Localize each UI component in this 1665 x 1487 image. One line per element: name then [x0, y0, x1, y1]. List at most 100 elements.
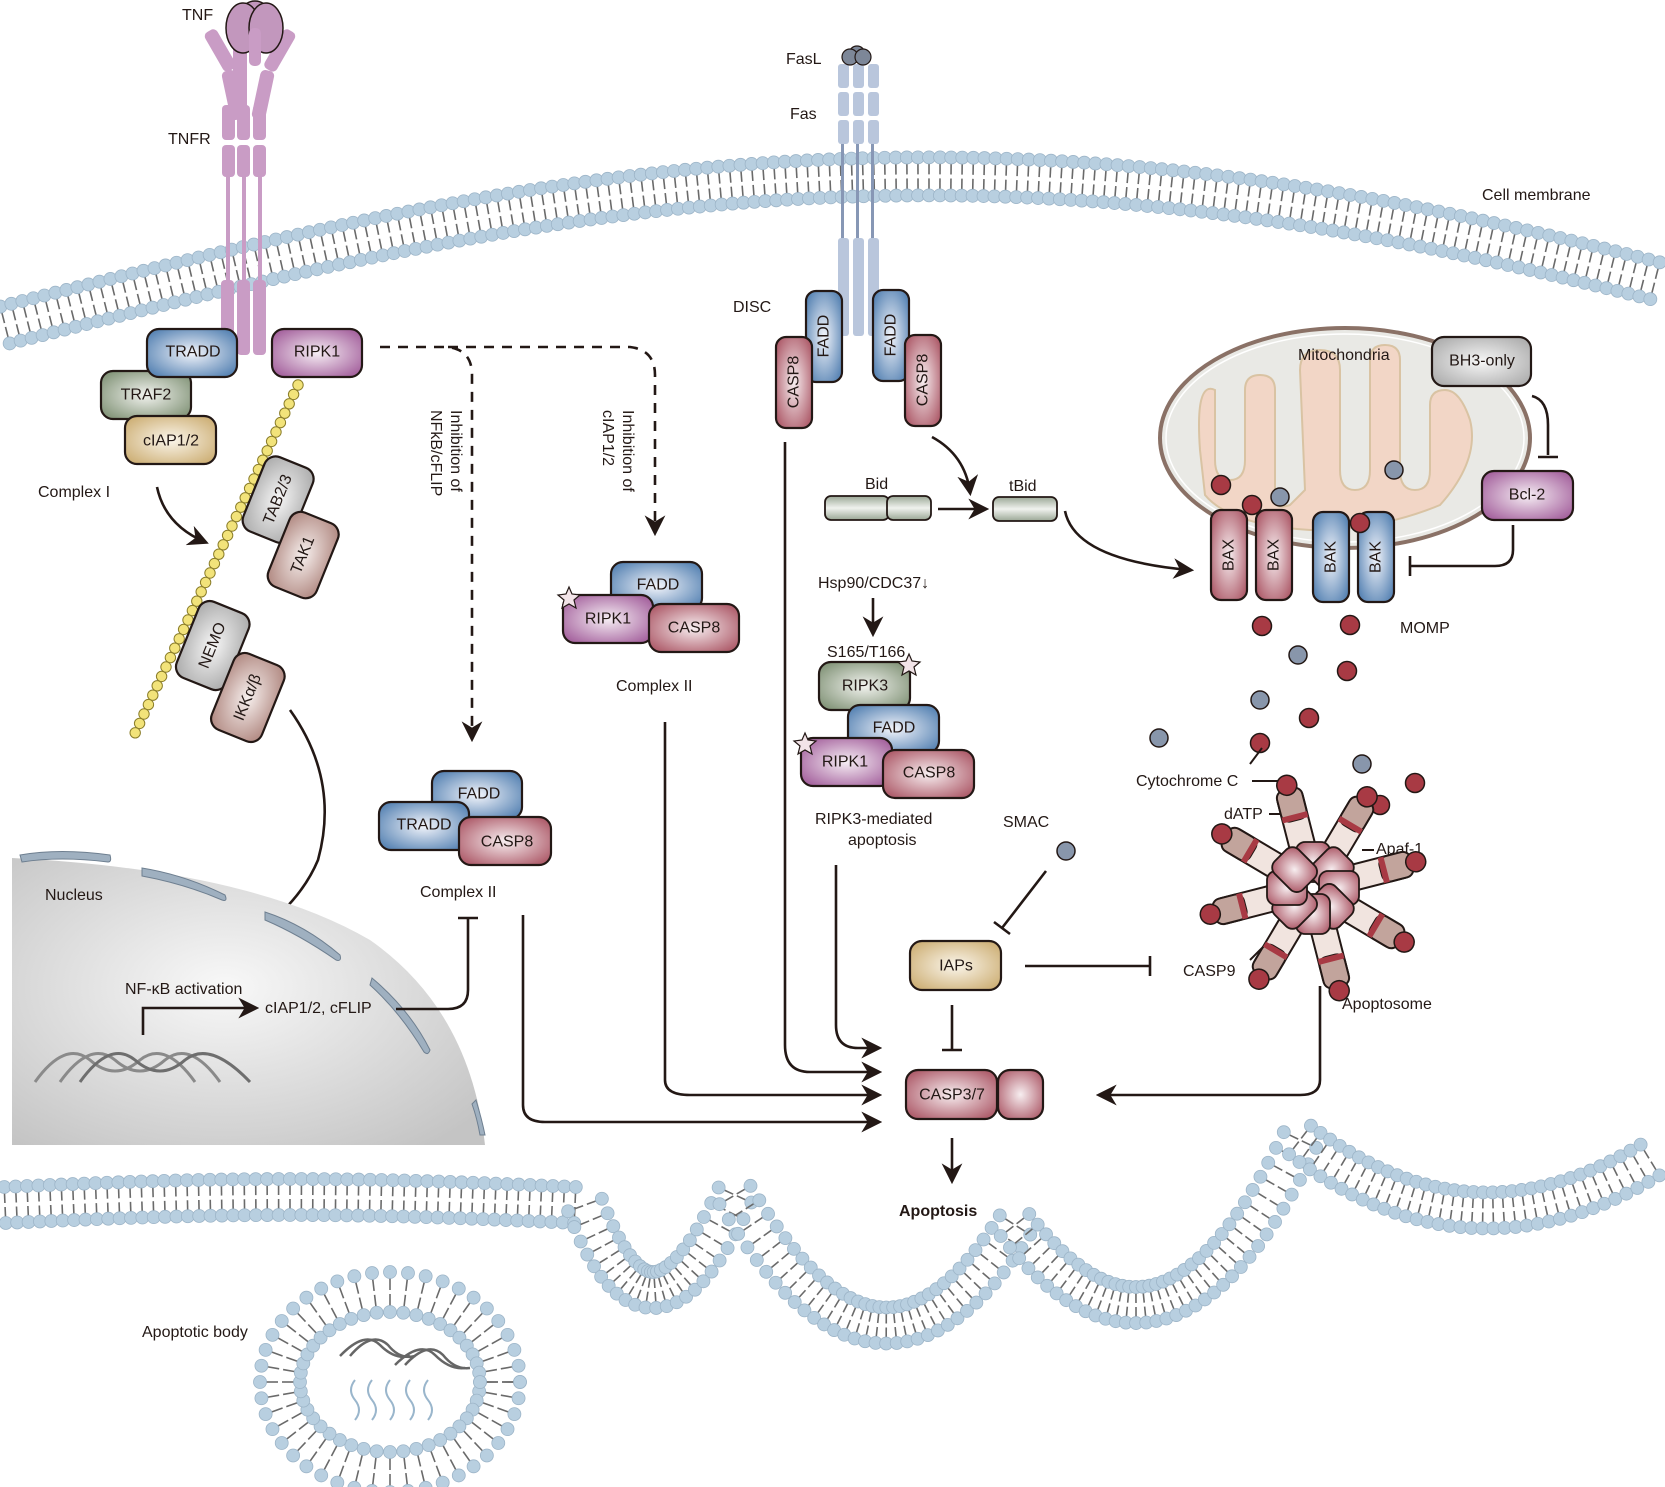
cytochrome-c-molecule: [1241, 494, 1263, 516]
smac-molecule: [1056, 841, 1076, 861]
ripk3-label: RIPK3: [842, 678, 888, 695]
apoptotic-body: [253, 1265, 527, 1487]
nfkb-activation-label: NF-κB activation: [125, 981, 242, 998]
lipid-head: [1269, 1140, 1283, 1155]
lipid-head: [736, 1212, 751, 1227]
ubiquitin-bead: [160, 661, 172, 673]
bax-bak-pores: BAX BAX BAK BAK: [1209, 508, 1396, 604]
smac-molecule: [1250, 690, 1270, 710]
ubiquitin-bead: [265, 435, 278, 448]
ubiquitin-bead: [191, 595, 203, 607]
lipid-head: [721, 1212, 736, 1227]
fas-label: Fas: [790, 106, 817, 123]
lipid-head: [1276, 1201, 1291, 1216]
lipid-head: [1652, 255, 1665, 270]
lipid-head: [968, 1243, 983, 1258]
lipid-head: [573, 1234, 588, 1249]
lipid-head: [479, 1301, 494, 1316]
nfkb-arrow: [141, 997, 260, 1035]
complex-ii-ripk1: FADD RIPK1 CASP8: [556, 560, 741, 654]
ubiquitin-bead: [204, 567, 216, 579]
bid-label: Bid: [865, 476, 888, 493]
lipid-head: [743, 1178, 758, 1193]
lipid-head: [330, 1274, 345, 1289]
lipid-head: [451, 1468, 466, 1483]
lipid-head: [600, 1206, 615, 1221]
lipid-head: [466, 1290, 481, 1305]
lipid-head: [500, 1327, 515, 1342]
ripk3-complex: RIPK3 FADD RIPK1 CASP8: [792, 652, 976, 800]
datp-label: dATP: [1224, 806, 1263, 823]
smac-molecule: [1352, 754, 1372, 774]
lipid-head: [761, 1206, 775, 1221]
lipid-head: [332, 1317, 347, 1331]
casp37-protein: [904, 1068, 1045, 1121]
inhibition-ciap-line2: cIAP1/2: [599, 410, 616, 466]
ciap-cflip-label: cIAP1/2, cFLIP: [265, 1000, 372, 1017]
lipid-head: [409, 1308, 424, 1322]
apoptosome-to-casp37-arrow: [1095, 986, 1322, 1106]
disc-casp8-left: [774, 335, 814, 430]
lipid-head: [987, 1276, 1002, 1291]
lipid-head: [1214, 1227, 1229, 1241]
lipid-head: [688, 1282, 702, 1297]
tak1-protein: [266, 510, 340, 600]
apoptosis-label: Apoptosis: [899, 1203, 977, 1220]
lipid-head: [330, 1475, 345, 1487]
lipid-head: [682, 1233, 697, 1248]
lipid-head: [1233, 1260, 1248, 1274]
lipid-head: [976, 1232, 991, 1247]
tnfr-label: TNFR: [168, 131, 211, 148]
lipid-head: [1652, 1168, 1665, 1183]
ubiquitin-bead: [155, 670, 168, 683]
ripk3-ripk1-label: RIPK1: [822, 754, 868, 771]
inhibition-nfkb-line1: Inhibition of: [447, 410, 464, 492]
ripk1-protein: [270, 327, 364, 379]
smac-molecule: [1384, 460, 1404, 480]
traf2-label: TRAF2: [121, 387, 172, 404]
lipid-head: [606, 1219, 621, 1234]
iaps-protein: [908, 939, 1003, 992]
lipid-head: [1021, 1261, 1036, 1276]
lipid-head: [369, 1305, 384, 1320]
lipid-head: [984, 1221, 999, 1235]
lipid-head: [1049, 1286, 1064, 1301]
lipid-head: [513, 1375, 527, 1389]
lipid-head: [507, 1342, 522, 1357]
ripk3-mediated-line2: apoptosis: [848, 832, 917, 849]
bax-protein-2: [1254, 508, 1294, 602]
ubiquitin-bead: [195, 586, 207, 598]
cytochrome-c-molecule: [1404, 772, 1426, 794]
ubiquitin-bead: [133, 717, 146, 730]
ubiquitin-bead: [217, 539, 229, 551]
lipid-head: [752, 1193, 767, 1208]
complex-ii-tradd: FADD TRADD CASP8: [377, 769, 553, 867]
disc-label: DISC: [733, 299, 771, 316]
tbid-to-bax-arrow: [1063, 510, 1195, 579]
lipid-head: [807, 1310, 822, 1325]
lipid-head: [344, 1438, 359, 1453]
bak-protein-2: [1356, 510, 1396, 604]
ubiquitin-bead: [221, 529, 234, 542]
ripk3-fadd-label: FADD: [873, 720, 916, 737]
lipid-head: [356, 1308, 371, 1322]
lipid-head: [992, 1208, 1007, 1223]
lipid-head: [1303, 1162, 1317, 1177]
lipid-head: [1012, 1251, 1027, 1266]
lipid-head: [787, 1241, 801, 1256]
lipid-head: [507, 1407, 522, 1422]
lipid-head: [567, 1220, 582, 1234]
ubiquitin-chain: [129, 379, 304, 739]
lipid-head: [500, 1422, 515, 1437]
lipid-head: [696, 1274, 711, 1289]
lipid-head: [1253, 1169, 1268, 1184]
lipid-head: [347, 1480, 362, 1487]
ciap-cflip-inhibits-complex-ii: [396, 916, 478, 1011]
disc-casp8-right-label: CASP8: [915, 354, 932, 407]
complex2a-casp8: [457, 815, 553, 867]
lipid-head: [344, 1311, 359, 1326]
lipid-head: [689, 1222, 704, 1237]
lipid-head: [711, 1180, 726, 1195]
disc-fadd-left-label: FADD: [816, 315, 833, 358]
